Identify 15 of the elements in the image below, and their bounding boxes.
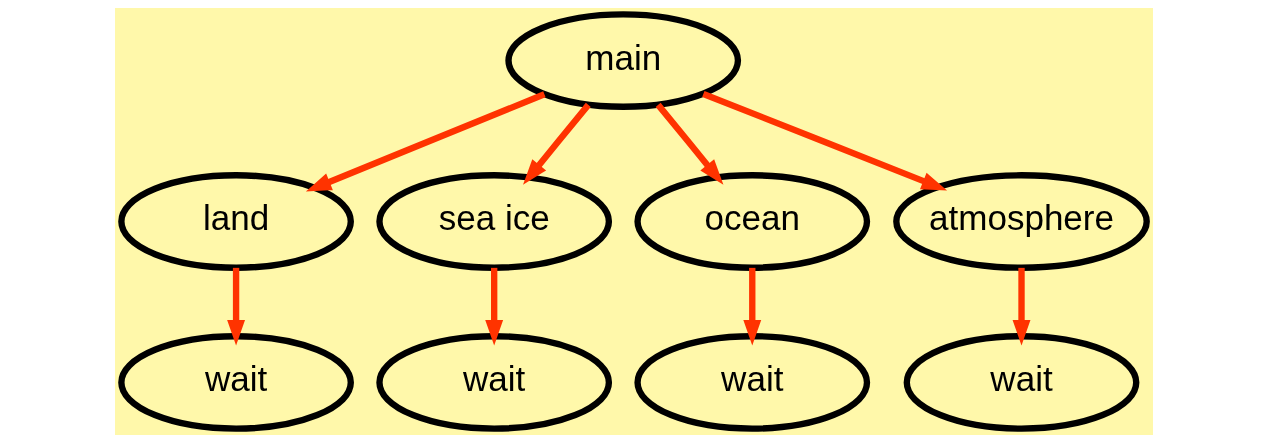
arrow <box>305 91 546 192</box>
node-ellipse: main <box>505 11 742 110</box>
arrow <box>227 267 246 346</box>
arrow <box>702 90 948 191</box>
arrow <box>743 267 762 346</box>
node-ellipse: ocean <box>634 172 871 271</box>
node-ellipse: sea ice <box>376 172 613 271</box>
arrow <box>1012 267 1031 346</box>
node-ellipse: wait <box>634 333 871 432</box>
node-ellipse: wait <box>376 333 613 432</box>
arrow <box>523 102 591 185</box>
node-ellipse: wait <box>118 333 354 432</box>
arrow <box>655 102 724 185</box>
arrow <box>485 267 504 346</box>
node-ellipse: wait <box>903 333 1140 432</box>
